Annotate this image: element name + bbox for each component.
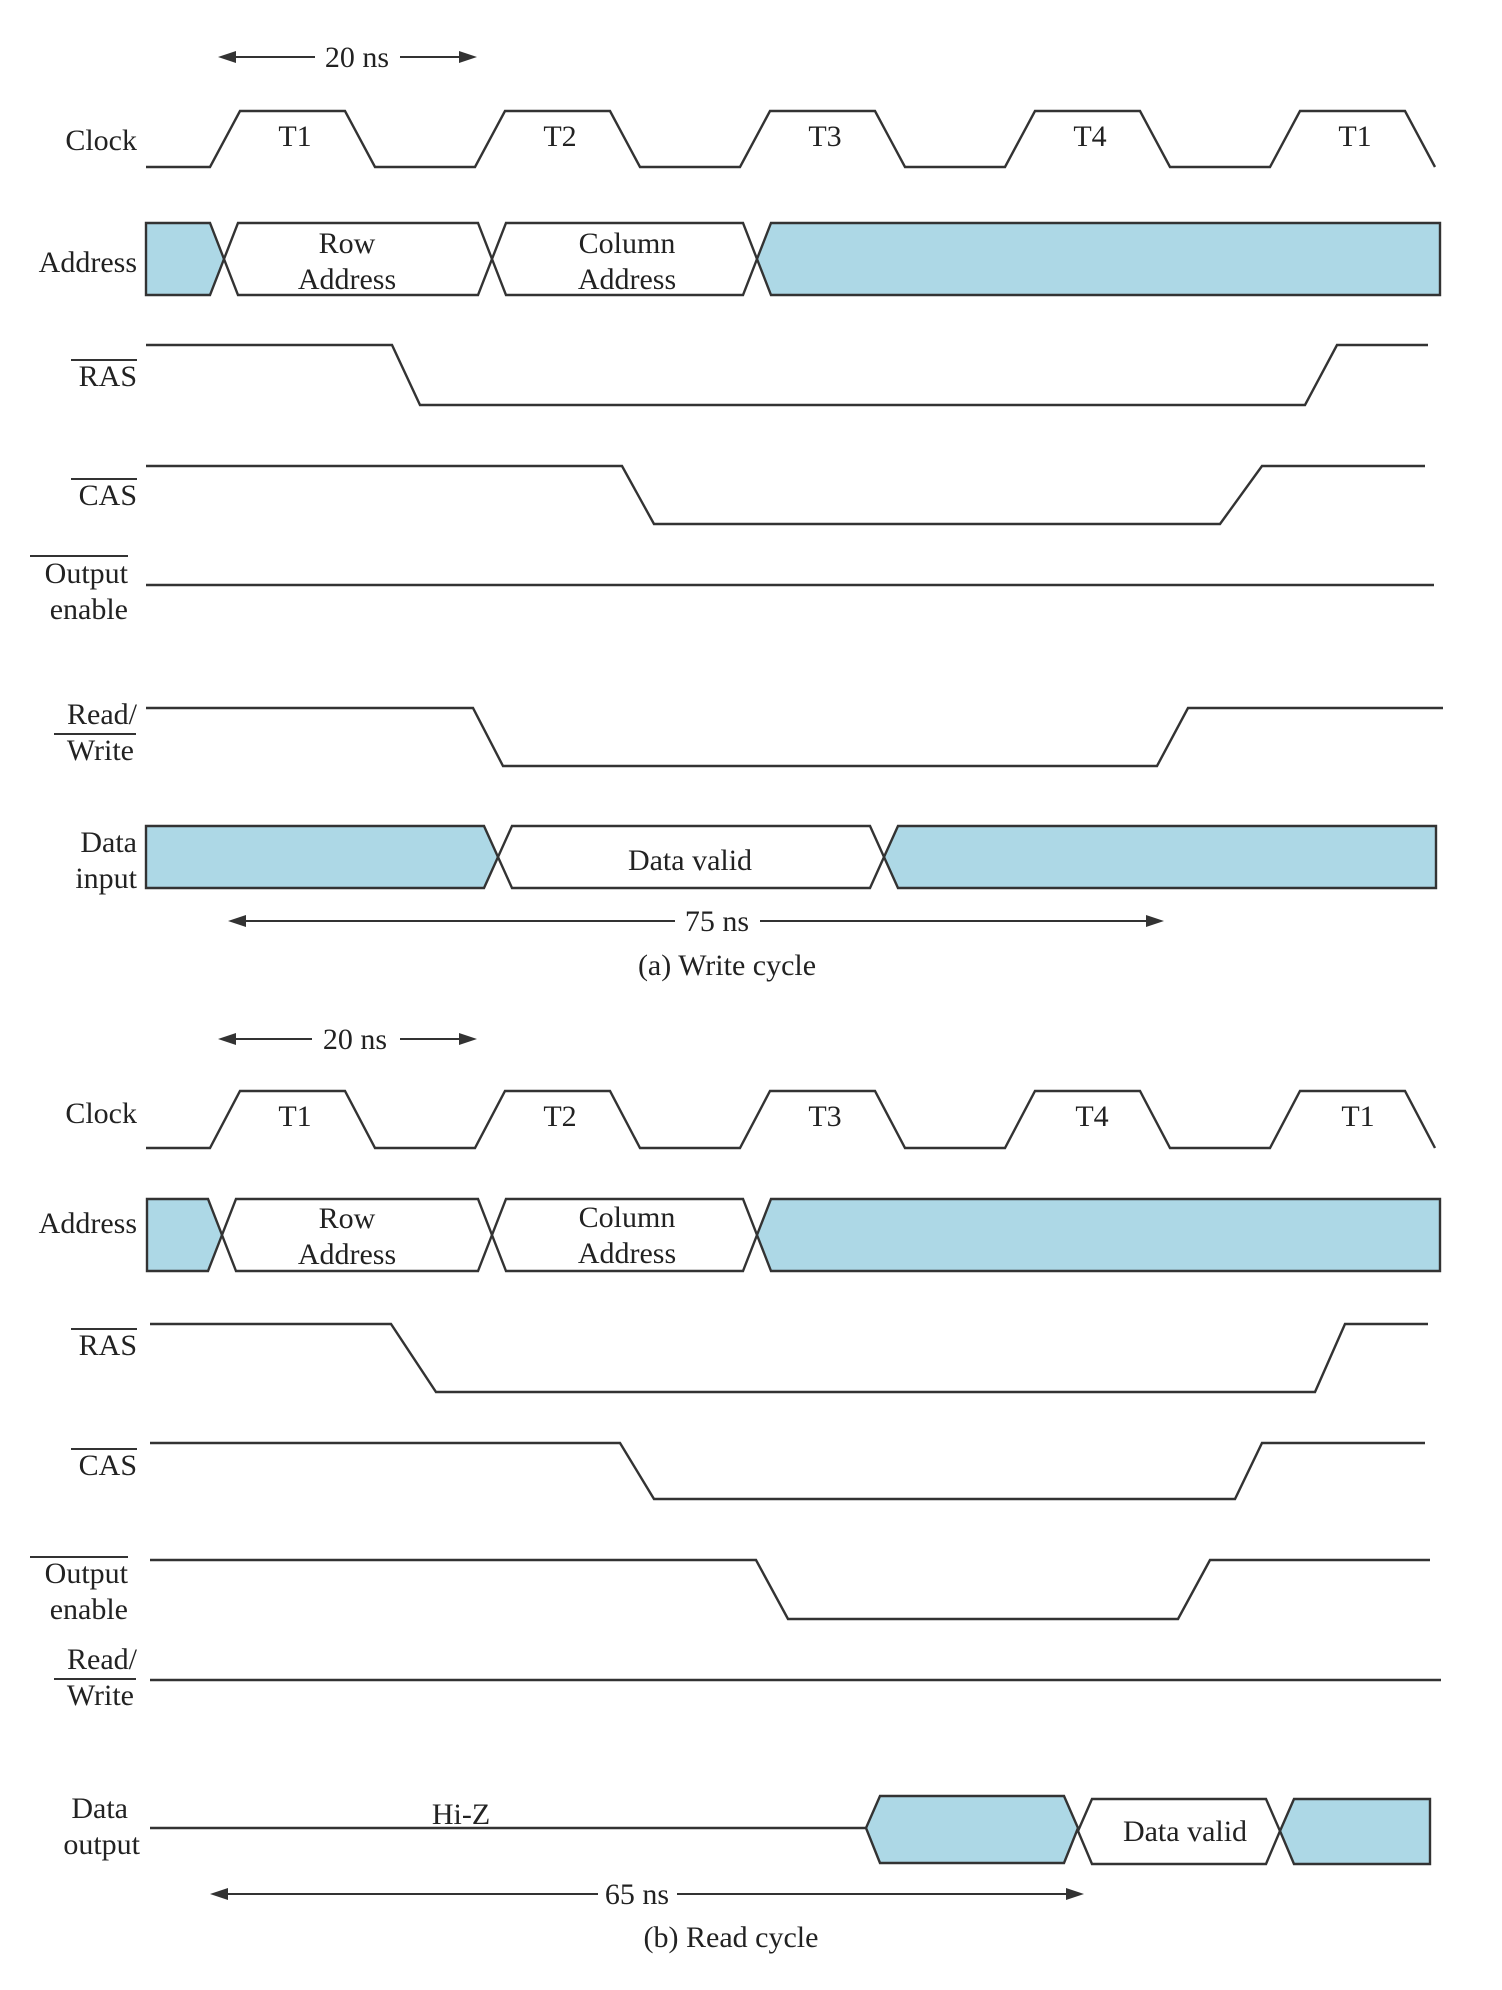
write-address-row-line2: Address bbox=[298, 263, 396, 296]
read-data-label-line2: output bbox=[63, 1828, 140, 1861]
write-ras-waveform bbox=[146, 343, 1428, 407]
read-cas-label: CAS bbox=[79, 1449, 137, 1482]
read-clock-label: Clock bbox=[65, 1097, 137, 1130]
write-rw-label-line2: Write bbox=[67, 734, 134, 767]
write-oe-label-line1: Output bbox=[45, 557, 129, 590]
read-clock-phase-t1: T1 bbox=[278, 1100, 311, 1133]
read-ras-label: RAS bbox=[79, 1329, 137, 1362]
write-data-label-line1: Data bbox=[80, 826, 137, 859]
write-address-label: Address bbox=[39, 246, 137, 279]
read-cycle: 20 ns Clock T1 T2 T3 T4 T1 Address Row A… bbox=[30, 1023, 1442, 1954]
write-ras-label: RAS bbox=[79, 360, 137, 393]
read-oe-label-line1: Output bbox=[45, 1557, 129, 1590]
read-data-valid bbox=[1076, 1797, 1282, 1866]
read-address-col-line2: Address bbox=[578, 1237, 676, 1270]
read-data-invalid-2 bbox=[1278, 1797, 1432, 1866]
read-period-label: 20 ns bbox=[323, 1023, 387, 1056]
read-span-label: 65 ns bbox=[605, 1878, 669, 1911]
read-rw-label-line2: Write bbox=[67, 1679, 134, 1712]
write-clock-phase-t2: T2 bbox=[543, 120, 576, 153]
write-address-col-line1: Column bbox=[579, 227, 676, 260]
read-address-label: Address bbox=[39, 1207, 137, 1240]
write-data-invalid-1 bbox=[144, 824, 500, 890]
read-address-column bbox=[490, 1197, 759, 1273]
read-address-invalid-2 bbox=[755, 1197, 1442, 1273]
write-oe-label-line2: enable bbox=[50, 593, 128, 626]
write-address-column bbox=[490, 221, 759, 297]
read-address-invalid-1 bbox=[145, 1197, 224, 1273]
read-ras-waveform bbox=[150, 1322, 1428, 1394]
write-span-label: 75 ns bbox=[685, 905, 749, 938]
read-cas-waveform bbox=[150, 1441, 1425, 1501]
write-clock-phase-t3: T3 bbox=[808, 120, 841, 153]
write-data-invalid-2 bbox=[882, 824, 1438, 890]
write-clock-phase-t4: T4 bbox=[1073, 120, 1106, 153]
write-data-valid bbox=[496, 824, 886, 890]
write-address-invalid-1 bbox=[144, 221, 226, 297]
write-period-dimension: 20 ns bbox=[218, 41, 477, 74]
write-cas-label: CAS bbox=[79, 479, 137, 512]
write-caption: (a) Write cycle bbox=[638, 949, 816, 982]
read-period-dimension: 20 ns bbox=[218, 1023, 477, 1056]
write-period-label: 20 ns bbox=[325, 41, 389, 74]
write-address-col-line2: Address bbox=[578, 263, 676, 296]
write-data-valid-label: Data valid bbox=[628, 844, 752, 877]
write-cycle: 20 ns Clock T1 T2 T3 T4 T1 Address Row A… bbox=[30, 41, 1443, 982]
write-address-invalid-2 bbox=[755, 221, 1442, 297]
read-address-row bbox=[220, 1197, 494, 1273]
read-clock-phase-t4: T4 bbox=[1075, 1100, 1108, 1133]
write-cas-waveform bbox=[146, 464, 1425, 526]
read-oe-label-line2: enable bbox=[50, 1593, 128, 1626]
write-rw-label-line1: Read/ bbox=[67, 698, 138, 731]
read-address-col-line1: Column bbox=[579, 1201, 676, 1234]
write-clock-waveform bbox=[146, 109, 1437, 169]
write-address-row-line1: Row bbox=[319, 227, 376, 260]
read-rw-label-line1: Read/ bbox=[67, 1643, 138, 1676]
write-rw-waveform bbox=[146, 706, 1443, 768]
read-clock-phase-t3: T3 bbox=[808, 1100, 841, 1133]
read-span-dimension: 65 ns bbox=[210, 1878, 1084, 1911]
write-data-label-line2: input bbox=[75, 862, 137, 895]
write-clock-phase-t1-next: T1 bbox=[1338, 120, 1371, 153]
read-data-hiz-label: Hi-Z bbox=[432, 1798, 490, 1831]
read-clock-waveform bbox=[146, 1089, 1437, 1150]
read-clock-phase-t1-next: T1 bbox=[1341, 1100, 1374, 1133]
read-address-row-line2: Address bbox=[298, 1238, 396, 1271]
write-address-row bbox=[222, 221, 494, 297]
read-data-label-line1: Data bbox=[71, 1792, 128, 1825]
read-address-row-line1: Row bbox=[319, 1202, 376, 1235]
read-oe-waveform bbox=[150, 1558, 1430, 1621]
read-data-valid-label: Data valid bbox=[1123, 1815, 1247, 1848]
write-span-dimension: 75 ns bbox=[228, 905, 1164, 938]
write-clock-phase-t1: T1 bbox=[278, 120, 311, 153]
read-caption: (b) Read cycle bbox=[644, 1921, 819, 1954]
read-data-invalid-1 bbox=[864, 1794, 1080, 1865]
write-clock-label: Clock bbox=[65, 124, 137, 157]
read-clock-phase-t2: T2 bbox=[543, 1100, 576, 1133]
